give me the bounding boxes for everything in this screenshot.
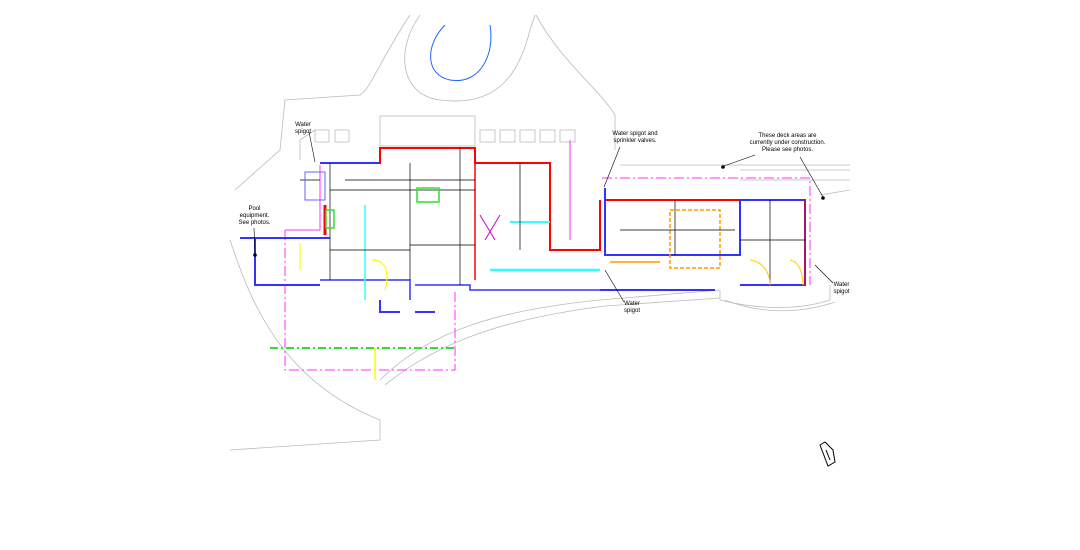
label-water-spigot-right: Water spigot: [833, 282, 850, 295]
label-water-spigot-bottom: Water spigot: [623, 301, 640, 314]
north-arrow-icon: [819, 441, 836, 467]
site-outline: [229, 14, 851, 451]
door-swing: [749, 259, 804, 286]
fixture-green: [325, 209, 335, 229]
pool-equipment-box: [304, 171, 326, 201]
stair-mark: [479, 214, 501, 241]
label-pool-equipment: Pool equipment. See photos.: [238, 206, 271, 226]
interior-grid: [300, 148, 805, 285]
leader-lines: [253, 131, 834, 303]
fixture-green: [416, 187, 440, 203]
label-water-spigot-top: Water spigot: [294, 122, 311, 135]
water-feature: [430, 24, 492, 81]
door-swing: [299, 243, 388, 291]
label-deck-construction: These deck areas are currently under con…: [749, 133, 826, 153]
property-boundary: [284, 140, 811, 371]
label-water-spigot-sprinkler: Water spigot and sprinkler valves.: [612, 131, 658, 144]
